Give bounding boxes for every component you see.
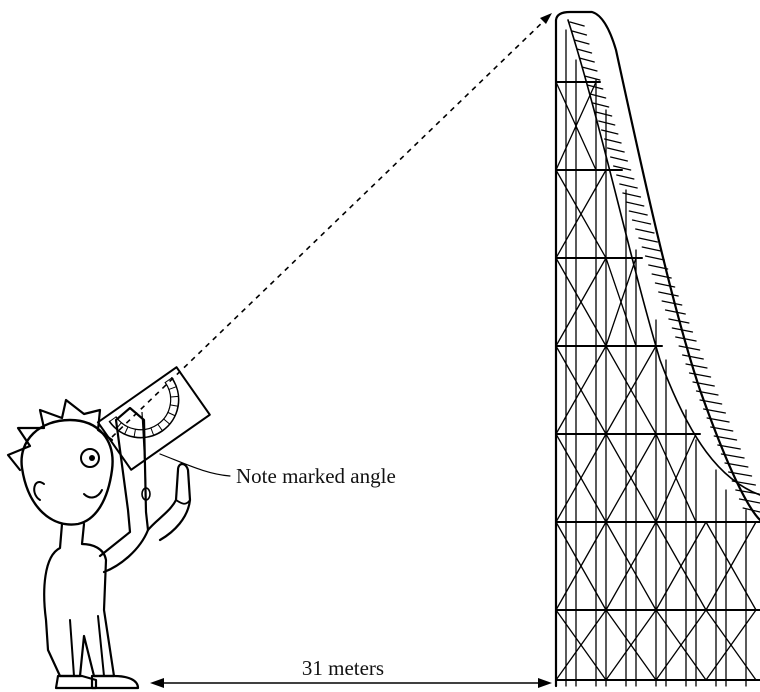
track-tie bbox=[735, 489, 760, 495]
annotation-label: Note marked angle bbox=[236, 464, 396, 488]
track-tie bbox=[600, 129, 619, 135]
sight-line-arrowhead bbox=[540, 13, 552, 24]
clinometer bbox=[96, 366, 211, 471]
sight-line bbox=[111, 16, 549, 438]
track-tie bbox=[609, 156, 629, 162]
eye bbox=[80, 448, 100, 468]
track-tie bbox=[651, 273, 672, 279]
protractor-tick bbox=[150, 427, 155, 436]
person bbox=[6, 398, 192, 690]
horizontal-beams bbox=[555, 81, 760, 681]
distance-arrow-right bbox=[538, 678, 552, 688]
protractor-tick bbox=[133, 428, 136, 438]
track-tie bbox=[586, 84, 604, 90]
track-tie bbox=[573, 39, 590, 45]
track-tie bbox=[595, 111, 613, 117]
track-tie bbox=[622, 192, 642, 198]
track-tie bbox=[706, 417, 730, 423]
track-tie bbox=[631, 219, 652, 225]
left-shoe bbox=[54, 674, 98, 690]
track-tie bbox=[713, 435, 738, 441]
track-tie bbox=[661, 300, 683, 306]
track-tie bbox=[612, 165, 632, 171]
protractor-tick bbox=[167, 411, 176, 417]
track-tie bbox=[664, 309, 686, 315]
track-tie bbox=[720, 453, 745, 459]
track-tie bbox=[606, 147, 625, 153]
distance-label: 31 meters bbox=[302, 656, 384, 680]
protractor-tick bbox=[163, 418, 171, 425]
track-tie bbox=[592, 102, 610, 108]
protractor-tick bbox=[157, 423, 163, 432]
track-tie bbox=[678, 345, 701, 351]
track-tie bbox=[742, 507, 760, 513]
track-tie bbox=[681, 354, 704, 360]
track-tie bbox=[569, 21, 585, 27]
track-tie bbox=[710, 426, 734, 432]
protractor-tick bbox=[164, 377, 173, 383]
track-tie bbox=[671, 327, 694, 333]
track-tie bbox=[702, 408, 727, 414]
track-tie bbox=[727, 471, 753, 477]
protractor-tick bbox=[168, 386, 177, 390]
track-tie bbox=[641, 246, 662, 252]
track-tie bbox=[731, 480, 757, 486]
head bbox=[20, 418, 114, 526]
track-tie bbox=[603, 138, 622, 144]
track-tie bbox=[644, 255, 665, 261]
protractor-tick bbox=[170, 395, 180, 398]
right-shoe bbox=[90, 674, 140, 690]
track-tie bbox=[576, 48, 593, 54]
pointing-hand bbox=[146, 462, 192, 542]
track-tie bbox=[692, 381, 715, 387]
track-tie bbox=[635, 228, 655, 234]
track-tie bbox=[699, 399, 723, 405]
track-tie bbox=[668, 318, 690, 324]
track-tie bbox=[648, 264, 669, 270]
track-tie bbox=[625, 201, 645, 207]
track-tie bbox=[619, 183, 638, 189]
track-tie bbox=[685, 363, 708, 369]
protractor-tick bbox=[109, 416, 117, 422]
protractor-tick bbox=[169, 404, 179, 407]
track-tie bbox=[717, 444, 741, 450]
plumb-line bbox=[141, 411, 147, 489]
track-tie bbox=[628, 210, 648, 216]
track-tie bbox=[589, 93, 607, 99]
track-tie bbox=[578, 57, 595, 63]
track-tie bbox=[658, 291, 679, 297]
protractor-tick bbox=[124, 426, 129, 435]
track-tie bbox=[675, 336, 697, 342]
plumb-weight bbox=[141, 487, 151, 501]
track-tie bbox=[724, 462, 749, 468]
cross-braces bbox=[555, 81, 757, 681]
track-tie bbox=[583, 75, 601, 81]
protractor-tick bbox=[115, 422, 122, 430]
distance-arrow-left bbox=[150, 678, 164, 688]
track-tie bbox=[598, 120, 616, 126]
track-tie bbox=[616, 174, 635, 180]
track-tie bbox=[638, 237, 659, 243]
track-tie bbox=[581, 66, 598, 72]
roller-coaster bbox=[554, 10, 760, 688]
track-tie bbox=[738, 498, 760, 504]
track-tie bbox=[571, 30, 588, 36]
track-tie bbox=[695, 390, 719, 396]
track-tie bbox=[654, 282, 676, 288]
track-ties bbox=[569, 21, 760, 513]
annotation-leader bbox=[159, 453, 231, 477]
track-tie bbox=[688, 372, 712, 378]
